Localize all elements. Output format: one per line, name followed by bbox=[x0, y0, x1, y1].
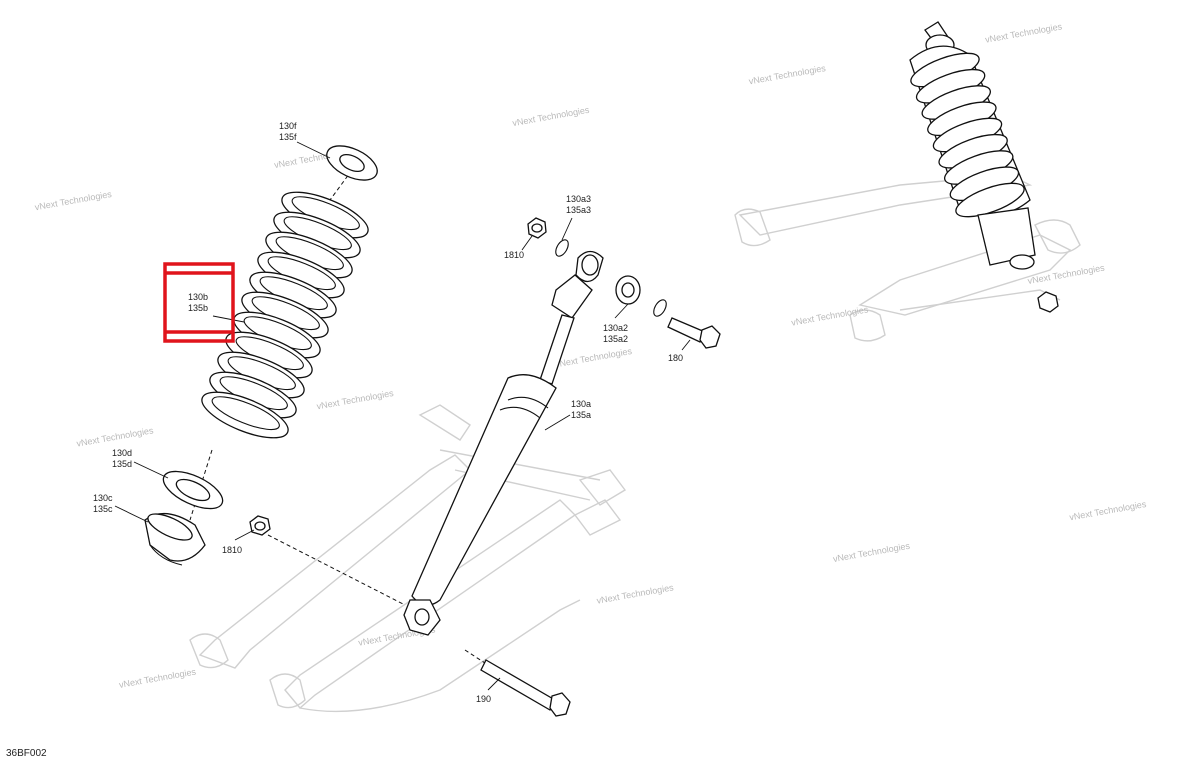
label-135c[interactable]: 135c bbox=[93, 504, 113, 514]
assembled-frame bbox=[734, 174, 1081, 342]
label-130a2[interactable]: 130a2 bbox=[603, 323, 628, 333]
highlight-box bbox=[163, 262, 235, 343]
svg-text:vNext Technologies: vNext Technologies bbox=[1069, 499, 1148, 522]
label-135a3[interactable]: 135a3 bbox=[566, 205, 591, 215]
label-135a[interactable]: 135a bbox=[571, 410, 591, 420]
coil-spring bbox=[201, 191, 369, 439]
label-135f[interactable]: 135f bbox=[279, 132, 297, 142]
lower-spring-seat bbox=[162, 470, 224, 510]
nut-lower-axis bbox=[267, 534, 406, 606]
svg-text:vNext Technologies: vNext Technologies bbox=[596, 582, 675, 605]
document-code: 36BF002 bbox=[6, 748, 47, 759]
svg-text:vNext Technologies: vNext Technologies bbox=[791, 304, 870, 327]
nut-upper bbox=[527, 217, 547, 239]
bolt-upper bbox=[667, 317, 721, 349]
label-130d[interactable]: 130d bbox=[112, 448, 132, 458]
assembled-shock bbox=[909, 21, 1059, 313]
svg-text:vNext Technologies: vNext Technologies bbox=[1027, 263, 1106, 286]
spring-coil-inner bbox=[211, 396, 280, 431]
svg-text:vNext Technologies: vNext Technologies bbox=[554, 346, 633, 369]
svg-text:vNext Technologies: vNext Technologies bbox=[512, 105, 591, 128]
label-1810-upper[interactable]: 1810 bbox=[504, 250, 524, 260]
circlip-lower bbox=[653, 299, 667, 317]
leader-lines bbox=[114, 141, 691, 691]
svg-text:vNext Technologies: vNext Technologies bbox=[748, 63, 827, 86]
label-130a[interactable]: 130a bbox=[571, 399, 591, 409]
svg-text:vNext Technologies: vNext Technologies bbox=[34, 189, 113, 212]
label-190[interactable]: 190 bbox=[476, 694, 491, 704]
bushing bbox=[615, 275, 641, 305]
callout-labels: 130f 135f 130b 135b 130d 135d 130c 135c … bbox=[93, 121, 683, 704]
adjuster-ring bbox=[144, 513, 206, 566]
label-180[interactable]: 180 bbox=[668, 353, 683, 363]
label-135d[interactable]: 135d bbox=[112, 459, 132, 469]
spring-coil bbox=[201, 391, 289, 439]
label-130f[interactable]: 130f bbox=[279, 121, 297, 131]
label-135a2[interactable]: 135a2 bbox=[603, 334, 628, 344]
circlip-upper bbox=[555, 239, 569, 257]
label-135b[interactable]: 135b bbox=[188, 303, 208, 313]
upper-spring-seat bbox=[326, 145, 378, 181]
label-130c[interactable]: 130c bbox=[93, 493, 113, 503]
spring-coil-assembled bbox=[955, 182, 1025, 218]
svg-text:vNext Technologies: vNext Technologies bbox=[984, 21, 1063, 44]
bolt-lower bbox=[464, 649, 571, 717]
label-130b[interactable]: 130b bbox=[188, 292, 208, 302]
svg-text:vNext Technologies: vNext Technologies bbox=[118, 666, 197, 689]
shock-absorber bbox=[403, 250, 604, 636]
nut-lower bbox=[249, 515, 271, 536]
svg-text:vNext Technologies: vNext Technologies bbox=[76, 425, 155, 448]
spring-axis-line bbox=[329, 169, 353, 201]
svg-text:vNext Technologies: vNext Technologies bbox=[832, 541, 911, 564]
label-1810-lower[interactable]: 1810 bbox=[222, 545, 242, 555]
svg-text:vNext Technologies: vNext Technologies bbox=[316, 388, 395, 411]
label-130a3[interactable]: 130a3 bbox=[566, 194, 591, 204]
swing-arm-frame bbox=[189, 404, 627, 713]
